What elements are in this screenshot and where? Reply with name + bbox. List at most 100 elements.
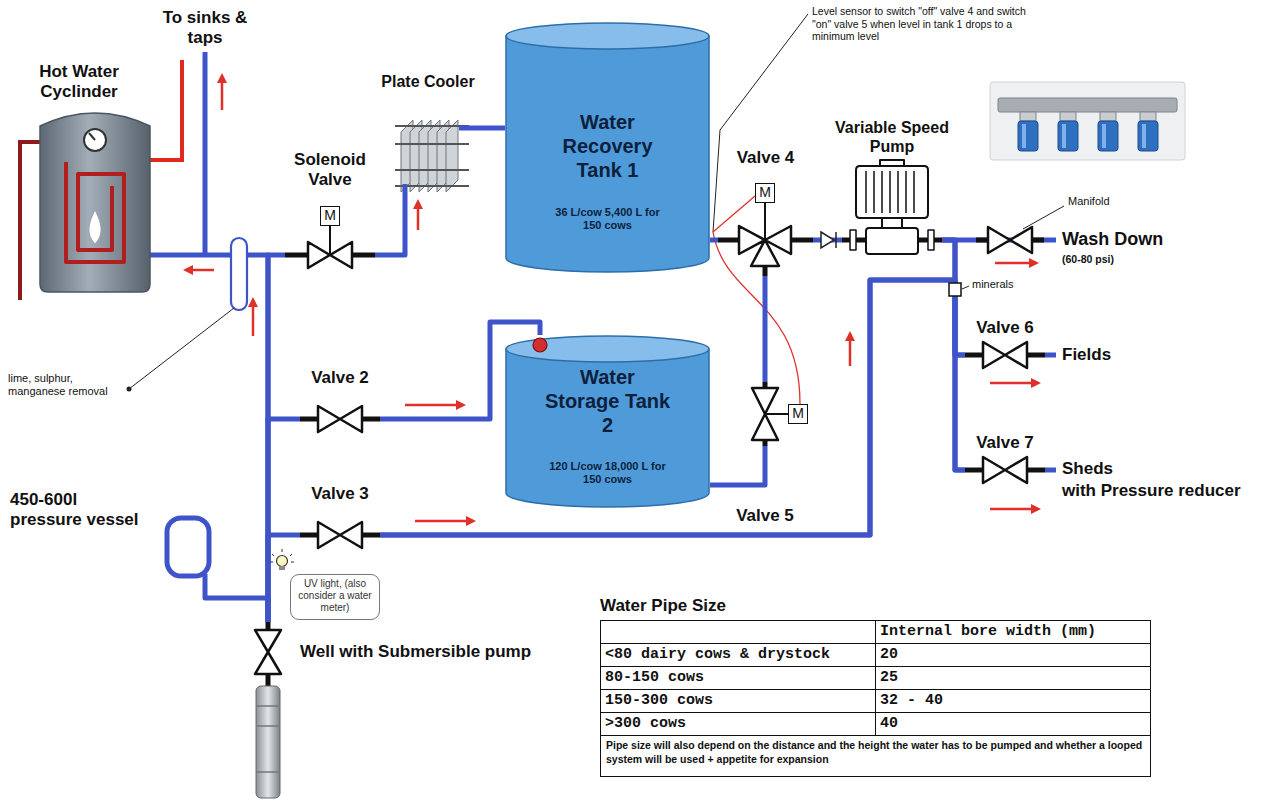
leader-line [1023,206,1064,229]
flow-arrow [221,76,224,110]
fields-pipe [1045,353,1056,358]
node-label: Valve 2 [300,368,380,388]
node-label: Valve 4 [718,148,813,168]
actuator-stem [764,203,766,240]
actuator-stem [765,413,788,415]
water-pipe [375,197,405,255]
outlet-label: Sheds [1062,459,1113,479]
sheds-pipe [1045,468,1056,473]
pipe-stub [403,184,408,197]
water-pipe [380,280,965,535]
table-cell: 25 [875,666,1151,690]
table-note: Pipe size will also depend on the distan… [600,735,1151,777]
flow-arrow [252,300,255,336]
water-pipe [763,276,768,382]
uv-note-box: UV light, (also consider a water meter) [290,574,380,620]
gate-valve: Valve 3 [300,484,380,552]
water-pipe [380,280,965,535]
water-pipe [205,583,268,622]
flow-arrow [415,520,473,523]
three-way-valve: Valve 4 M [718,148,813,276]
water-pipe [710,446,765,485]
table-cell: 20 [875,643,1151,667]
manifold-photo [1098,121,1118,151]
motor-fins [866,171,914,213]
node-label: 120 L/cow 18,000 L for 150 cows [545,460,670,486]
node-label: Valve 3 [300,484,380,504]
pump-body [866,228,918,254]
flow-arrow [990,508,1038,511]
flow-arrow [186,76,1038,521]
flow-arrow [849,334,852,366]
flow-arrow [417,202,420,230]
outlet-label: Fields [1062,345,1111,365]
manifold-photo [1138,121,1158,151]
tank-top [506,336,709,362]
table-cell: 40 [875,712,1151,736]
manifold-photo [1022,124,1026,148]
leader-line [713,14,808,232]
node-label: Valve 6 [965,318,1045,338]
table-cell: 80-150 cows [600,666,876,690]
node-label: 450-600l pressure vessel [10,490,150,531]
manifold-photo [1020,112,1036,121]
leader-line [962,286,969,289]
manifold-photo [1058,121,1078,151]
tank-body [506,36,709,272]
valve-symbol [255,630,281,674]
valve-symbol [739,226,791,266]
solenoid-valve: Solenoid ValveM [285,150,375,272]
uv-bulb-icon [270,549,294,562]
table-cell: 32 - 40 [875,689,1151,713]
node-label: 36 L/cow 5,400 L for 150 cows [545,206,670,232]
leader-line [129,308,234,389]
gauge-needle [89,133,95,140]
pressure-note: (60-80 psi) [1062,253,1114,266]
manifold-photo [1060,112,1076,121]
pressure-vessel: 450-600l pressure vessel [10,488,215,583]
uv-bulb-icon [277,556,288,567]
manifold-photo [990,82,1185,160]
pump-coupling [882,218,902,228]
manifold-valve [988,227,1032,253]
flame-symbol [89,210,101,244]
water-pipe [710,238,718,243]
table-header: Internal bore width (mm) [875,620,1151,644]
manifold-photo [990,82,1185,160]
gate-valve: Valve 7 [965,433,1045,487]
part-label: Manifold [1068,195,1110,208]
valve-symbol [752,388,778,440]
actuator-letter: M [755,183,775,203]
manifold-photo [1142,124,1146,148]
manifold-photo [1100,112,1116,121]
gauge-dial [84,129,106,151]
variable-speed-pump: Variable Speed Pump [842,118,942,268]
valve-symbol [308,242,352,268]
flow-arrow [990,382,1038,385]
pipe-stub [459,126,483,131]
node-label: Water Storage Tank 2 [542,365,673,437]
manifold-photo [1018,121,1038,151]
uv-bulb-icon [279,566,285,570]
table-cell: 150-300 cows [600,689,876,713]
pump-bands [256,706,280,772]
leader-dot [127,387,132,392]
control-wire [713,196,755,232]
vessel-body [167,518,209,576]
filter-loop [231,238,247,310]
uv-bulb-icon [270,549,294,570]
table-cell: <80 dairy cows & drystock [600,643,876,667]
cylinder-body [40,113,150,292]
motor-body [856,166,928,218]
gate-valve: Valve 2 [300,368,380,436]
node-label: Variable Speed Pump [817,118,967,156]
three-way-valve-drawing [718,148,813,276]
sinks-pipe [203,52,208,255]
part-label: minerals [972,278,1014,291]
node-label: Plate Cooler [373,72,483,91]
hot-water-cylinder: Hot Water Cyclinder [8,62,150,294]
plate-cooler-drawing [373,72,483,197]
tank-top [506,23,709,49]
